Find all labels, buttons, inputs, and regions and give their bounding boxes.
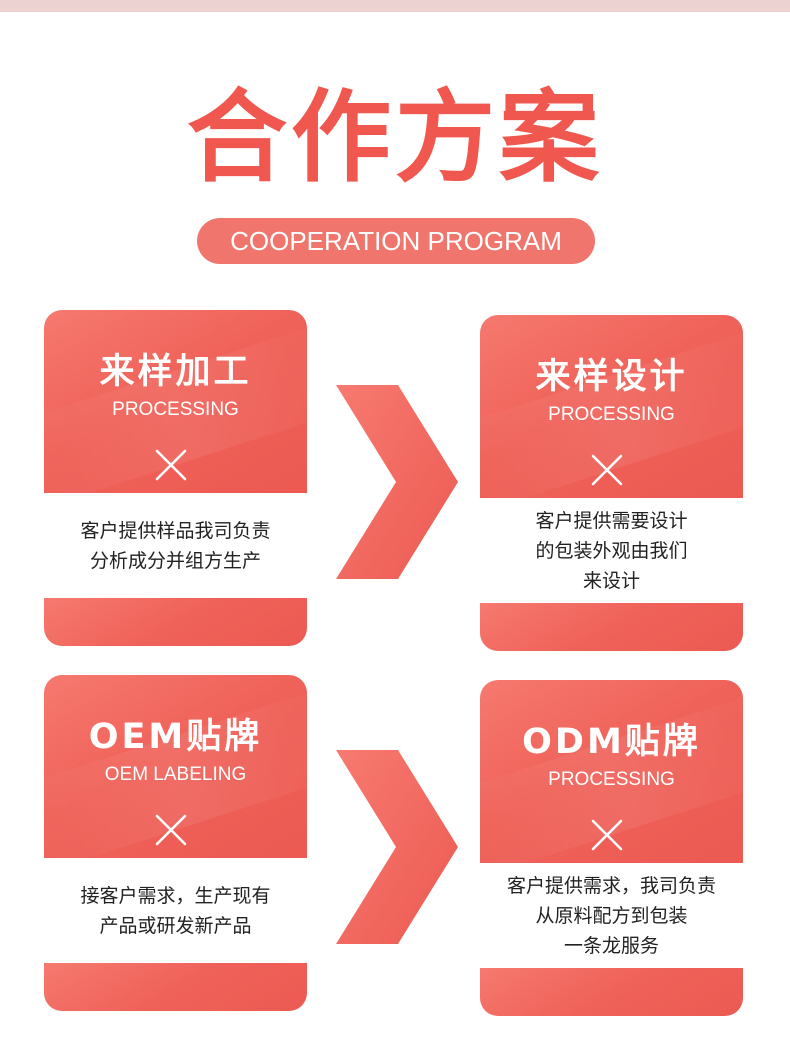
card-oem-labeling: OEM贴牌 OEM LABELING 接客户需求，生产现有 产品或研发新产品 [44,675,307,1011]
card-header: OEM贴牌 OEM LABELING [44,675,307,858]
card-sample-design: 来样设计 PROCESSING 客户提供需要设计 的包装外观由我们 来设计 [480,315,743,651]
close-icon [155,814,187,846]
card-footer [480,603,743,651]
top-strip [0,0,790,12]
card-footer [44,598,307,646]
card-description: 客户提供需求，我司负责 从原料配方到包装 一条龙服务 [480,863,743,968]
card-subtitle: OEM LABELING [104,764,247,785]
card-subtitle: PROCESSING [112,399,239,420]
close-icon [155,449,187,481]
card-subtitle: PROCESSING [548,404,675,425]
card-line: 来设计 [582,569,640,592]
chevron-right-icon [336,385,458,579]
card-header: ODM贴牌 PROCESSING [480,680,743,863]
chevron-right-icon [336,750,458,944]
card-subtitle: PROCESSING [548,769,675,790]
card-footer [44,963,307,1011]
close-icon [591,819,623,851]
card-title: 来样设计 [535,357,688,397]
card-line: 产品或研发新产品 [99,914,252,937]
card-description: 客户提供需要设计 的包装外观由我们 来设计 [480,498,743,603]
card-line: 分析成分并组方生产 [89,549,261,572]
card-header: 来样设计 PROCESSING [480,315,743,498]
card-sample-processing: 来样加工 PROCESSING 客户提供样品我司负责 分析成分并组方生产 [44,310,307,646]
card-title: 来样加工 [99,352,252,392]
card-header: 来样加工 PROCESSING [44,310,307,493]
card-line: 一条龙服务 [563,934,659,957]
card-line: 的包装外观由我们 [535,539,688,562]
card-footer [480,968,743,1016]
subtitle-pill: COOPERATION PROGRAM [197,218,595,264]
card-line: 客户提供需求，我司负责 [506,874,716,897]
card-odm-labeling: ODM贴牌 PROCESSING 客户提供需求，我司负责 从原料配方到包装 一条… [480,680,743,1016]
card-line: 客户提供样品我司负责 [80,519,271,542]
card-line: 从原料配方到包装 [535,904,688,927]
close-icon [591,454,623,486]
card-line: 接客户需求，生产现有 [80,884,271,907]
card-description: 客户提供样品我司负责 分析成分并组方生产 [44,493,307,598]
card-description: 接客户需求，生产现有 产品或研发新产品 [44,858,307,963]
card-title: OEM贴牌 [88,717,263,757]
card-title: ODM贴牌 [522,722,701,762]
card-line: 客户提供需要设计 [535,509,688,532]
page-title: 合作方案 [187,79,603,196]
